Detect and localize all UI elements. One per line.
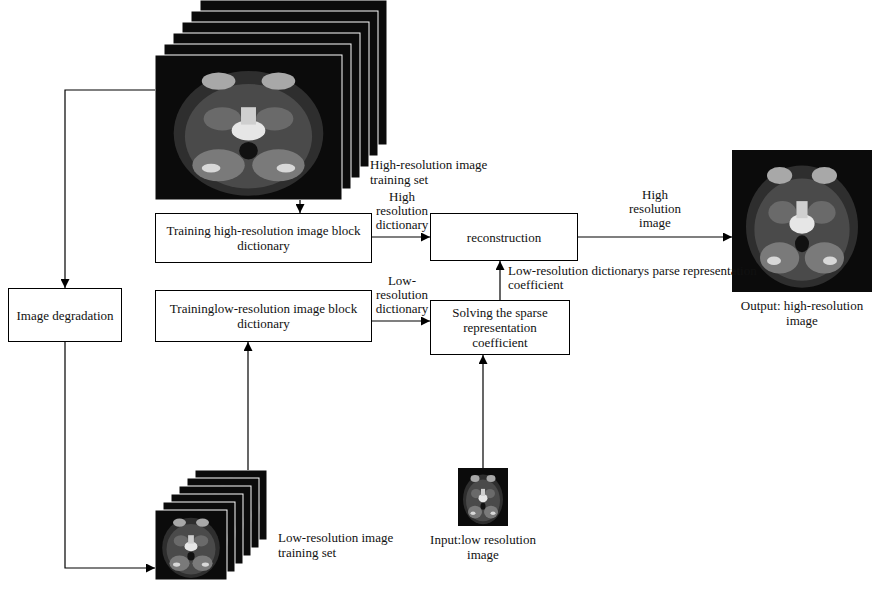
slice-edge (155, 55, 342, 200)
image-label: Input:low resolution image (413, 532, 553, 562)
flow-arrow (65, 90, 155, 288)
process-box: Training high-resolution image block dic… (155, 213, 372, 263)
box-text: Training high-resolution image block dic… (162, 223, 365, 253)
process-box: Traininglow-resolution image block dicti… (155, 290, 372, 342)
image-label: Low-resolution image training set (278, 530, 400, 560)
flow-arrow (372, 320, 430, 321)
input-mri (458, 468, 508, 526)
image-stack: Low-resolution image training set (155, 470, 267, 580)
image-stack: High-resolution image training set (155, 0, 387, 200)
process-box: Image degradation (8, 288, 122, 342)
low-res-stack (155, 470, 267, 580)
process-box: reconstruction (430, 213, 578, 261)
box-text: Image degradation (16, 308, 113, 323)
flow-arrow (482, 355, 483, 468)
flow-arrow (299, 200, 300, 213)
high-res-stack (155, 0, 387, 200)
edge-label: High resolution dictionary (374, 190, 430, 232)
box-text: Solving the sparse representation coeffi… (437, 305, 563, 350)
mri-slice (155, 55, 342, 200)
edge-label: Low-resolution dictionarys parse represe… (508, 264, 770, 292)
flow-arrow (499, 261, 500, 300)
flow-arrow (372, 236, 430, 237)
box-text: Traininglow-resolution image block dicti… (162, 301, 365, 331)
mri-slice (155, 510, 227, 580)
slice-edge (155, 510, 227, 580)
image-label: Output: high-resolution image (732, 298, 872, 328)
image-label: High-resolution image training set (370, 157, 500, 187)
process-box: Solving the sparse representation coeffi… (430, 300, 570, 355)
flow-arrow (65, 342, 155, 568)
flow-arrow (578, 236, 732, 237)
edge-label: High resolution image (625, 188, 685, 230)
edge-label: Low- resolution dictionary (374, 274, 430, 316)
flow-arrow (247, 342, 248, 470)
input-image: Input:low resolution image (458, 468, 508, 526)
box-text: reconstruction (467, 230, 541, 245)
